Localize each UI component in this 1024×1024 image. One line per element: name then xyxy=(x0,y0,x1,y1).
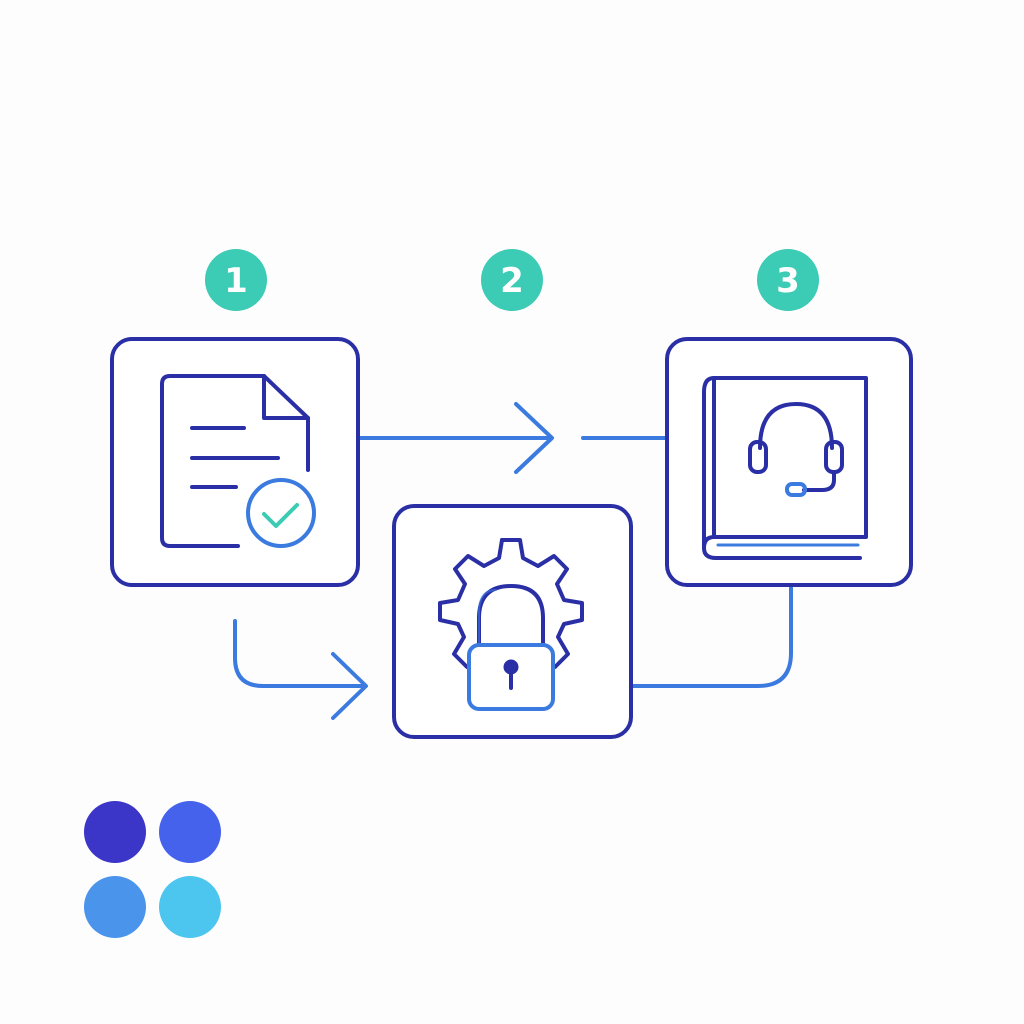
document-fold xyxy=(262,374,310,420)
logo-dot-3 xyxy=(84,876,146,938)
connector-2-to-3 xyxy=(631,586,793,688)
step-2-badge-circle xyxy=(481,249,543,311)
connector-1-to-2 xyxy=(233,619,368,720)
connector-line-1-2 xyxy=(233,619,367,688)
headset-earcup-left xyxy=(748,440,768,474)
step-3-frame xyxy=(665,337,913,587)
checkmark-icon xyxy=(262,503,299,528)
headset-mic-boom xyxy=(802,470,836,492)
arrow-right-icon xyxy=(514,402,554,474)
logo-dot-1 xyxy=(84,801,146,863)
logo-dot-2 xyxy=(159,801,221,863)
step-2-frame xyxy=(392,504,633,739)
arrow-right-icon xyxy=(331,652,368,720)
book-headset-icon xyxy=(702,376,868,560)
step-1-badge: 1 xyxy=(205,249,267,311)
check-circle xyxy=(246,478,316,548)
step-2-box xyxy=(392,504,633,739)
step-3-number: 3 xyxy=(776,261,800,301)
connector-line-2-3 xyxy=(631,586,793,688)
book-spine-inner xyxy=(702,376,716,550)
headset-mic xyxy=(785,482,807,497)
document-check-icon xyxy=(160,374,316,548)
four-dots-logo-icon xyxy=(84,801,221,938)
book-cover xyxy=(712,376,868,539)
headset-band xyxy=(758,402,834,450)
step-3-box xyxy=(665,337,913,587)
connector-1-to-3 xyxy=(358,402,667,474)
step-1-box xyxy=(110,337,360,587)
step-3-badge-circle xyxy=(757,249,819,311)
step-2-badge: 2 xyxy=(481,249,543,311)
step-1-number: 1 xyxy=(224,261,248,301)
gear-outline-left xyxy=(438,538,504,669)
lock-shackle-inner xyxy=(478,589,497,646)
document-outline-top xyxy=(168,374,310,472)
logo-dot-4 xyxy=(159,876,221,938)
step-2-number: 2 xyxy=(500,261,524,301)
step-1-badge-circle xyxy=(205,249,267,311)
lock-shackle xyxy=(477,584,545,647)
step-1-frame xyxy=(110,337,360,587)
step-3-badge: 3 xyxy=(757,249,819,311)
gear-lock-icon xyxy=(438,538,584,711)
document-outline-side xyxy=(160,374,240,548)
gear-outline-right xyxy=(500,538,584,669)
